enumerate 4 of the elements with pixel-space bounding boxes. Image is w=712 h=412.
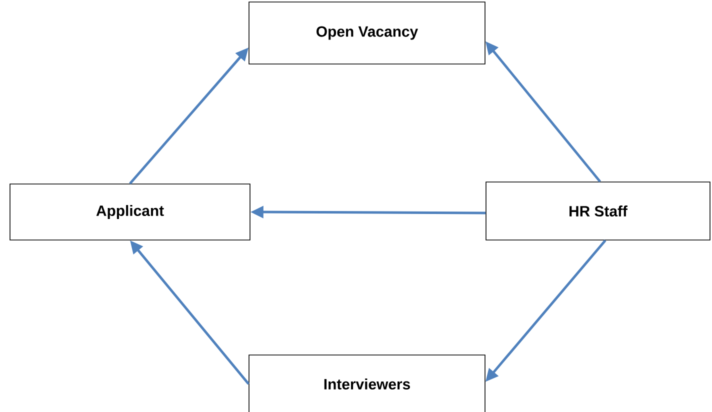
process-box: Open Vacancy — [248, 2, 486, 64]
process-box: HR Staff — [486, 182, 710, 240]
process-box: Applicant — [10, 184, 250, 240]
process-box: Interviewers — [248, 354, 486, 412]
